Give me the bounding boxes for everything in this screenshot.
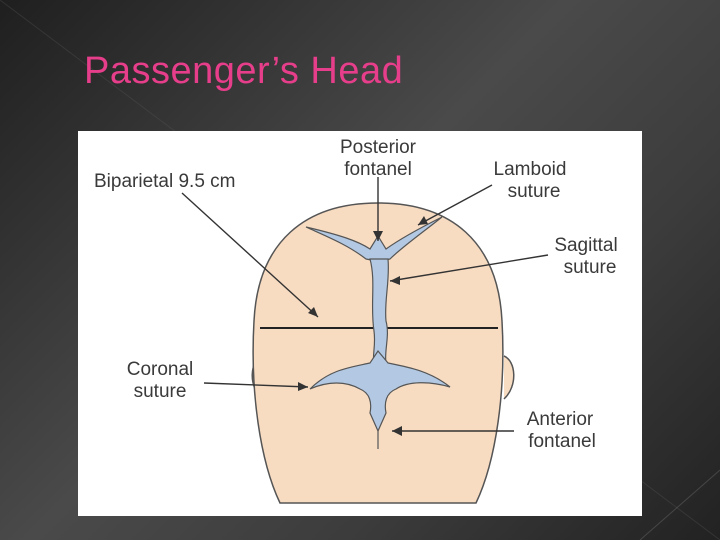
biparietal-arrowhead xyxy=(308,307,318,317)
biparietal-arrow xyxy=(181,192,319,318)
sagittal-arrow xyxy=(389,254,549,282)
posterior-fontanel-label-line2: fontanel xyxy=(344,159,412,180)
coronal-label-line2: suture xyxy=(134,381,187,402)
anterior-fontanel-label-line1: Anterior xyxy=(527,409,594,430)
posterior-fontanel-label-line1: Posterior xyxy=(340,137,417,158)
lamboid-label-line2: suture xyxy=(508,181,561,202)
posterior-fontanel-arrowhead xyxy=(373,231,383,241)
biparietal-label: Biparietal 9.5 cm xyxy=(94,171,236,192)
right-ear xyxy=(503,355,515,400)
sagittal-label-line1: Sagittal xyxy=(554,235,617,256)
slide-title: Passenger’s Head xyxy=(84,50,404,92)
head-diagram: Biparietal 9.5 cm Posterior fontanel Lam… xyxy=(78,131,642,516)
posterior-fontanel xyxy=(305,216,443,262)
anterior-fontanel-label-line2: fontanel xyxy=(528,431,596,452)
head-diagram-svg: Biparietal 9.5 cm Posterior fontanel Lam… xyxy=(94,137,618,504)
anterior-fontanel-arrowhead xyxy=(392,426,402,436)
coronal-arrow xyxy=(203,382,309,388)
lamboid-arrowhead xyxy=(418,216,428,225)
coronal-label-line1: Coronal xyxy=(127,359,194,380)
lamboid-label-line1: Lamboid xyxy=(494,159,567,180)
sagittal-arrowhead xyxy=(390,276,400,285)
anterior-fontanel xyxy=(309,349,451,433)
coronal-arrowhead xyxy=(298,382,308,391)
lamboid-arrow xyxy=(417,184,493,226)
sagittal-label-line2: suture xyxy=(564,257,617,278)
